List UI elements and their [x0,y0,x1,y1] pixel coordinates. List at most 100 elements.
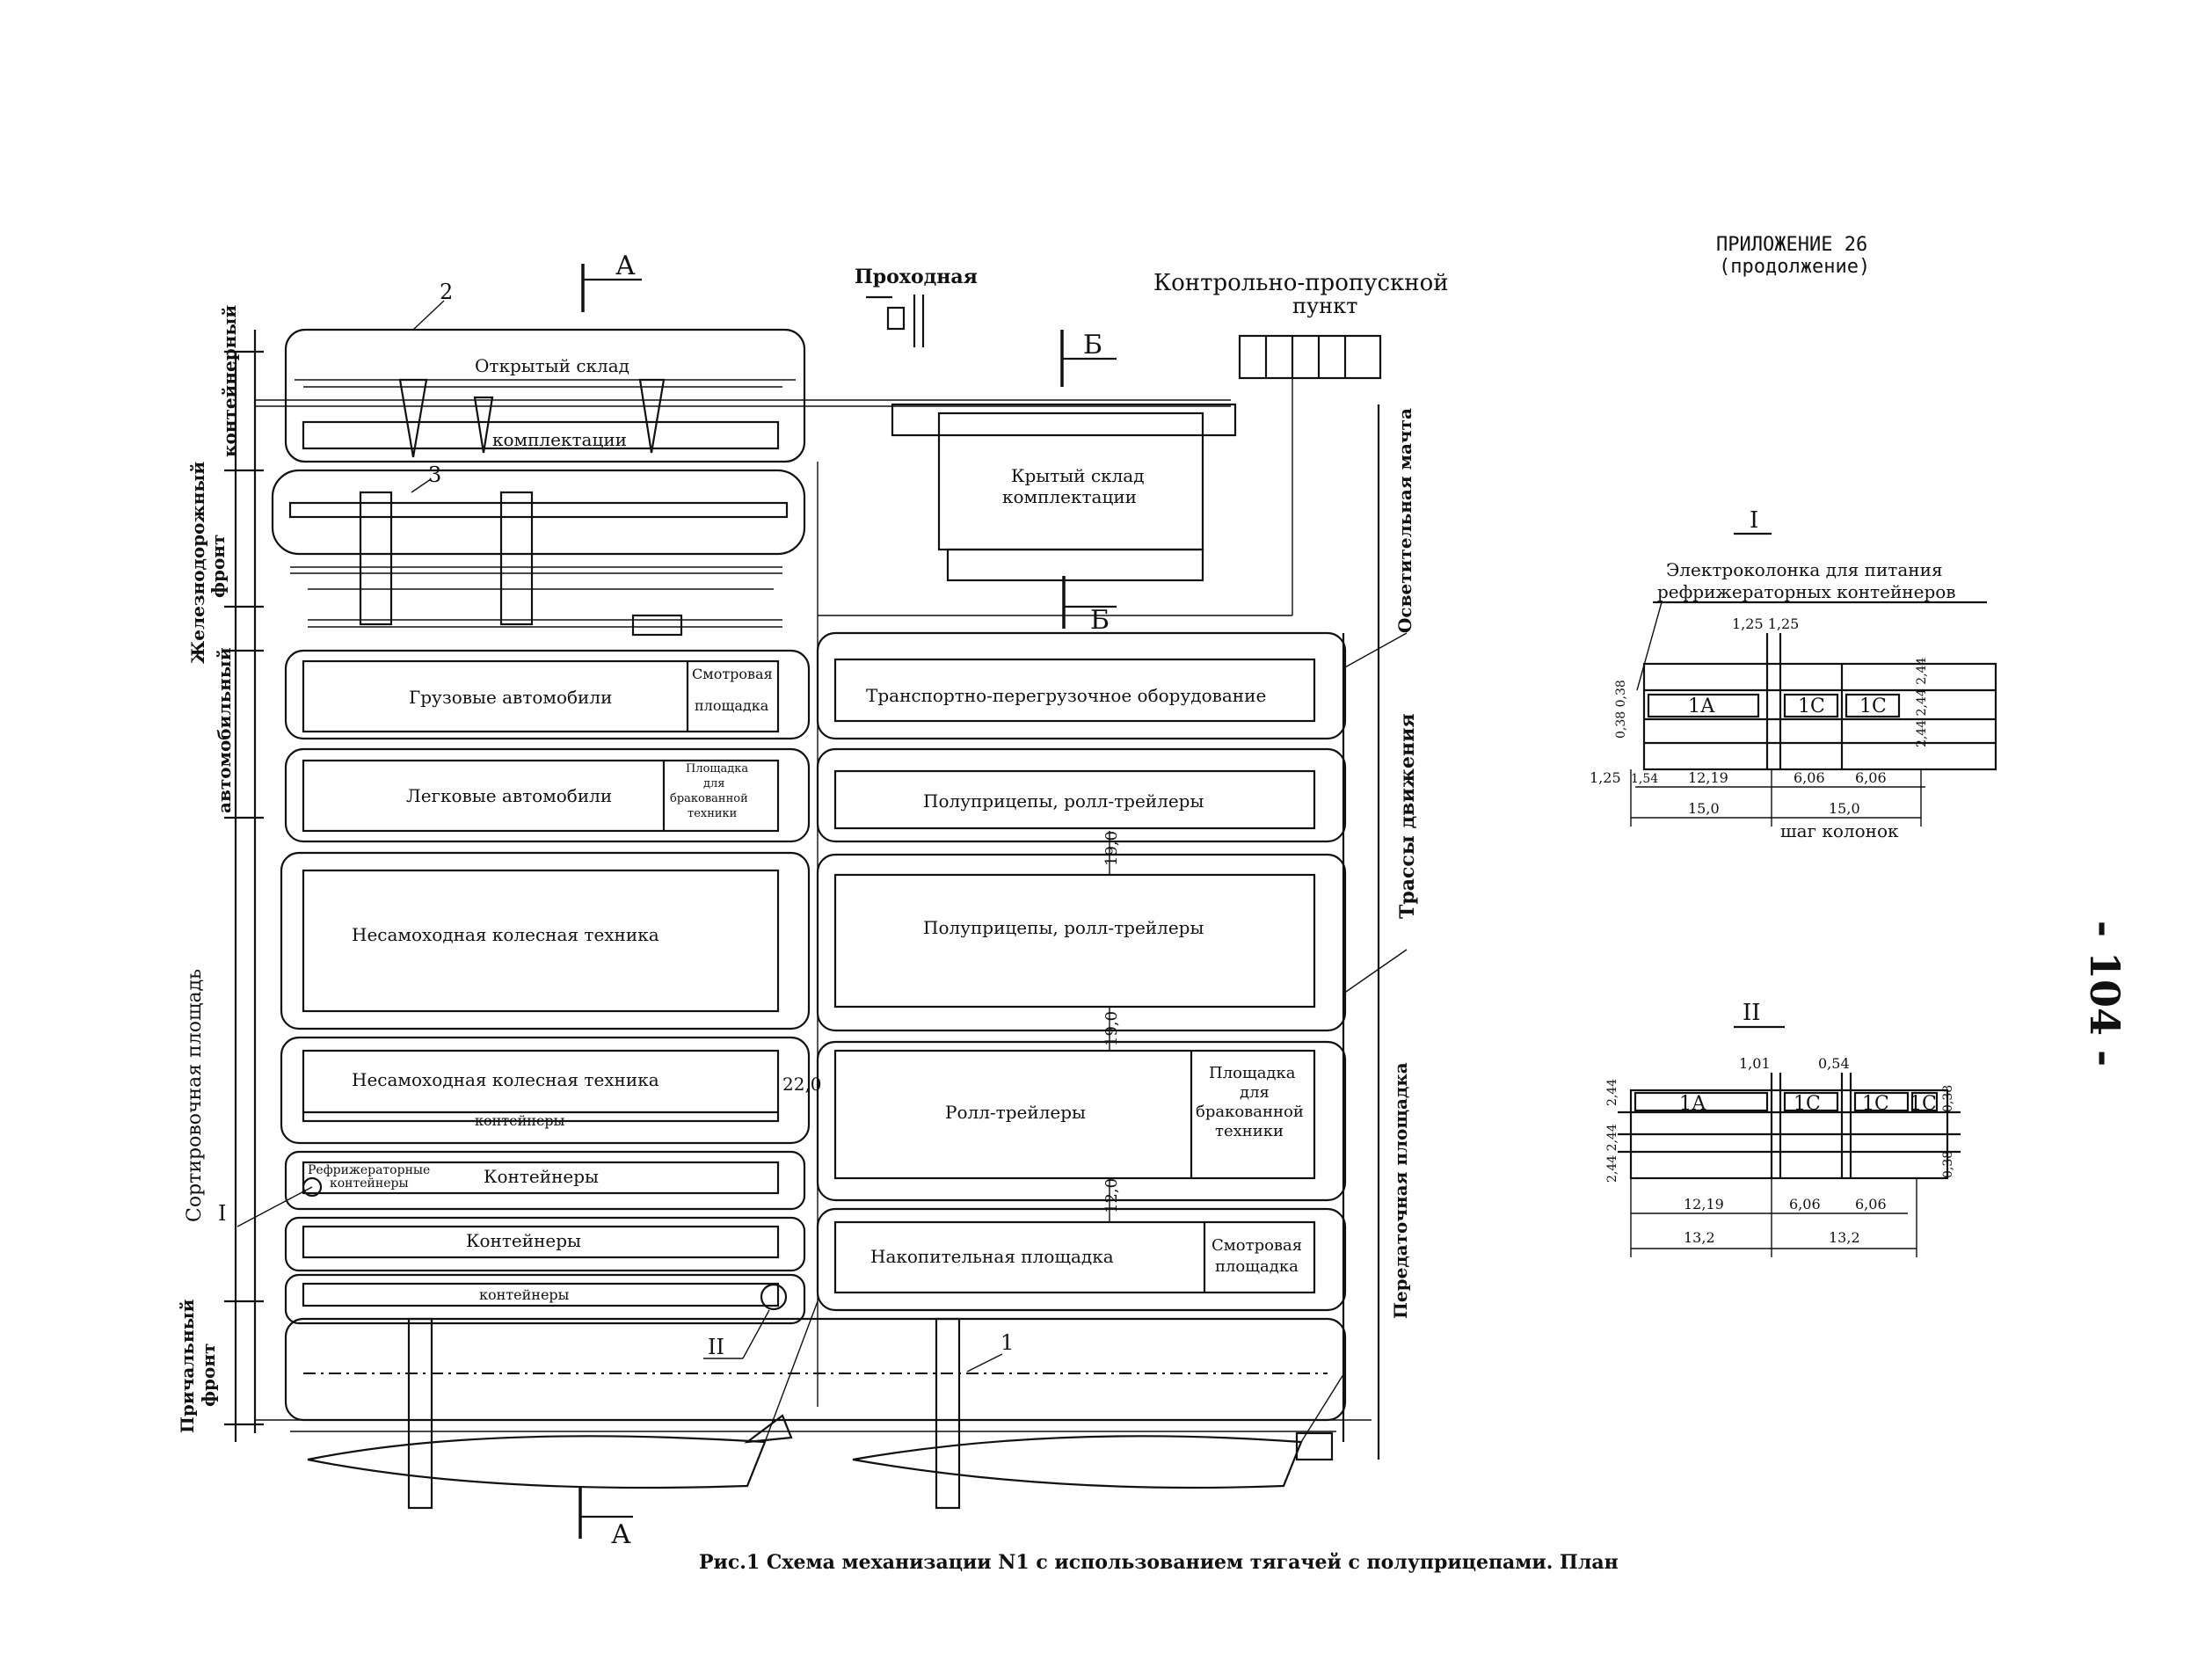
svg-text:19,0: 19,0 [1102,1011,1121,1046]
detail-I-1C-a: 1С [1798,695,1825,717]
storage-label: Накопительная площадка [870,1246,1114,1267]
checkpoint-label: Контрольно-пропускной [1153,270,1449,296]
section-marker-a-bottom: А [578,1486,633,1550]
berth-front-label: Причальный [177,1299,198,1433]
detail-II-1C-c: 1С [1910,1093,1937,1115]
reject-2-label: Площадка [1209,1064,1296,1082]
semitrailers-1-frame [816,747,1347,843]
svg-text:12,0: 12,0 [1102,1178,1121,1213]
containers-2-zone [302,1225,780,1259]
semitrailers-1-label: Полуприцепы, ролл-трейлеры [923,790,1204,812]
reefer-label-2: контейнеры [330,1176,409,1191]
svg-text:II: II [708,1335,724,1359]
inspection-2-label-2: площадка [1215,1257,1299,1276]
containers-3-zone [302,1282,780,1307]
detail-II-left-b: 2,44 2,44 [1605,1124,1619,1183]
svg-text:6,06: 6,06 [1855,769,1887,786]
passage-gate [866,295,925,347]
crane-2: 2 [398,280,666,458]
trucks-zone [302,659,780,733]
containers-2-label: Контейнеры [466,1230,581,1251]
checkpoint-booths [1238,334,1382,380]
ship-left [307,1435,767,1489]
reefer-zone-frame [284,1150,806,1211]
svg-text:1,25: 1,25 [1590,769,1621,786]
page-number: - 104 - [2081,921,2128,1067]
svg-text:I: I [218,1201,226,1226]
detail-I-span-b: 15,0 [1829,800,1860,817]
rail-front-label: Железнодорожный [187,462,208,664]
detail-I-title: I [1750,507,1758,534]
covered-store-label-2: комплектации [1002,486,1137,507]
container-front-label: контейнерный [219,305,240,457]
detail-II-top-b: 0,54 [1818,1055,1850,1072]
detail-I-pitch: шаг колонок [1780,820,1899,841]
detail-II: II 1,01 0,54 1А 1С 1С 1С 2,44 2,44 2,44 … [1605,1000,1961,1257]
section-marker-b-top: Б [1060,330,1117,387]
reject-2-label-3: бракованной [1196,1103,1304,1121]
detail-II-1C-a: 1С [1794,1093,1821,1115]
marker-2-label: 2 [440,280,453,304]
reefer-zone [302,1161,780,1195]
detail-II-1A: 1А [1679,1093,1706,1115]
rail-front-label-2: фронт [207,535,229,598]
storage-zone [833,1220,1316,1294]
rail-line-top [255,399,1231,407]
assembly-label: комплектации [492,429,627,450]
callout-II: II [703,1309,770,1359]
trucks-label: Грузовые автомобили [409,687,612,708]
transfer-area-label: Передаточная площадка [1390,1062,1411,1319]
storage-frame [816,1207,1347,1312]
left-ticks [224,350,264,1426]
reject-1-label-4: техники [688,807,737,820]
detail-I-callout-2: рефрижераторных контейнеров [1657,581,1956,602]
reefer-label: Рефрижераторные [308,1163,430,1177]
roll-trailers-label: Ролл-трейлеры [945,1102,1086,1123]
detail-I-top-dims: 1,25 1,25 [1732,615,1799,632]
containers-3-label: контейнеры [479,1286,570,1303]
detail-II-right-b: 0,38 [1941,1151,1955,1178]
reject-1-label-3: бракованной [670,792,748,805]
passage-label: Проходная [855,266,978,288]
svg-text:1,54: 1,54 [1631,772,1658,786]
detail-II-right-a: 0,38 [1941,1085,1955,1112]
detail-I: I Электроколонка для питания рефрижерато… [1590,507,1997,841]
transport-frame [816,631,1347,740]
cars-zone [302,759,780,833]
semitrailers-2-frame [816,853,1347,1032]
containers-2-frame [284,1216,806,1272]
cars-label: Легковые автомобили [406,785,612,806]
auto-front-label: автомобильный [214,647,235,813]
right-boundary [1342,404,1380,1460]
semitrailers-2-label: Полуприцепы, ролл-трейлеры [923,917,1204,938]
containers-1-label: Контейнеры [484,1166,599,1187]
svg-text:6,06: 6,06 [1855,1196,1887,1212]
transport-zone [833,658,1316,723]
reject-1-label: Площадка [686,762,748,776]
inspection-1-label: Смотровая [692,666,773,682]
berth-area [255,1300,1372,1461]
section-marker-a-top: А [581,251,642,312]
traffic-routes-label: Трассы движения [1396,713,1419,919]
crane-1: 1 [407,1317,1014,1510]
containers-sub-label: контейнеры [475,1112,565,1129]
svg-text:А: А [615,251,636,281]
non-self-2-label: Несамоходная колесная техника [352,1069,659,1090]
detail-I-1C-b: 1С [1859,695,1887,717]
non-self-2-zone [302,1049,780,1123]
svg-text:Б: Б [1083,330,1102,360]
detail-II-title: II [1743,1000,1761,1026]
trucks-zone-frame [284,649,811,740]
rail-yard-block: 3 [271,462,806,637]
roll-trailers-zone [833,1049,1316,1180]
containers-3-frame [284,1273,806,1325]
non-self-1-zone [302,869,780,1013]
roll-trailers-frame [816,1040,1347,1202]
detail-II-span-b: 13,2 [1829,1229,1860,1246]
detail-II-top-a: 1,01 [1739,1055,1771,1072]
inspection-1-label-2: площадка [695,697,769,714]
marker-3-label: 3 [428,462,441,487]
marker-1-label: 1 [1000,1330,1014,1355]
cars-zone-frame [284,747,811,843]
